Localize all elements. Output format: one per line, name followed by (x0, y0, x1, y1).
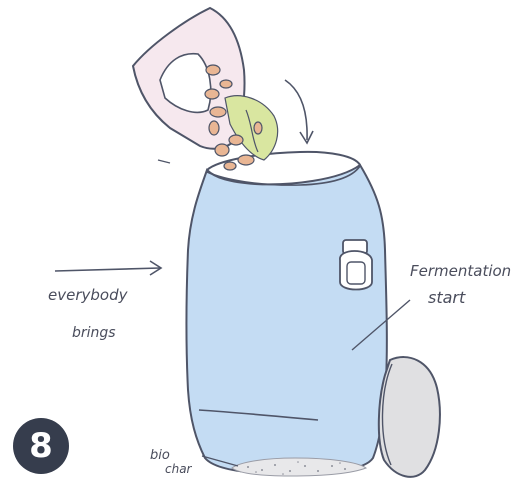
left-arrow (55, 261, 161, 275)
motion-mark (158, 160, 170, 163)
left-label-line1: everybody (48, 286, 127, 304)
left-label-line2: brings (72, 325, 116, 341)
down-arrow (285, 80, 313, 143)
barrel-body (187, 165, 387, 474)
step-number-badge: 8 (13, 418, 69, 474)
right-label-line2: start (428, 288, 465, 307)
compost-bin (133, 8, 245, 149)
barrel-handle (340, 240, 372, 290)
barrel-lid (379, 357, 440, 477)
right-label-line1: Fermentation (410, 262, 511, 280)
step-number: 8 (29, 429, 53, 463)
bottom-label-line2: char (165, 462, 192, 476)
bottom-label-line1: bio (150, 448, 170, 463)
